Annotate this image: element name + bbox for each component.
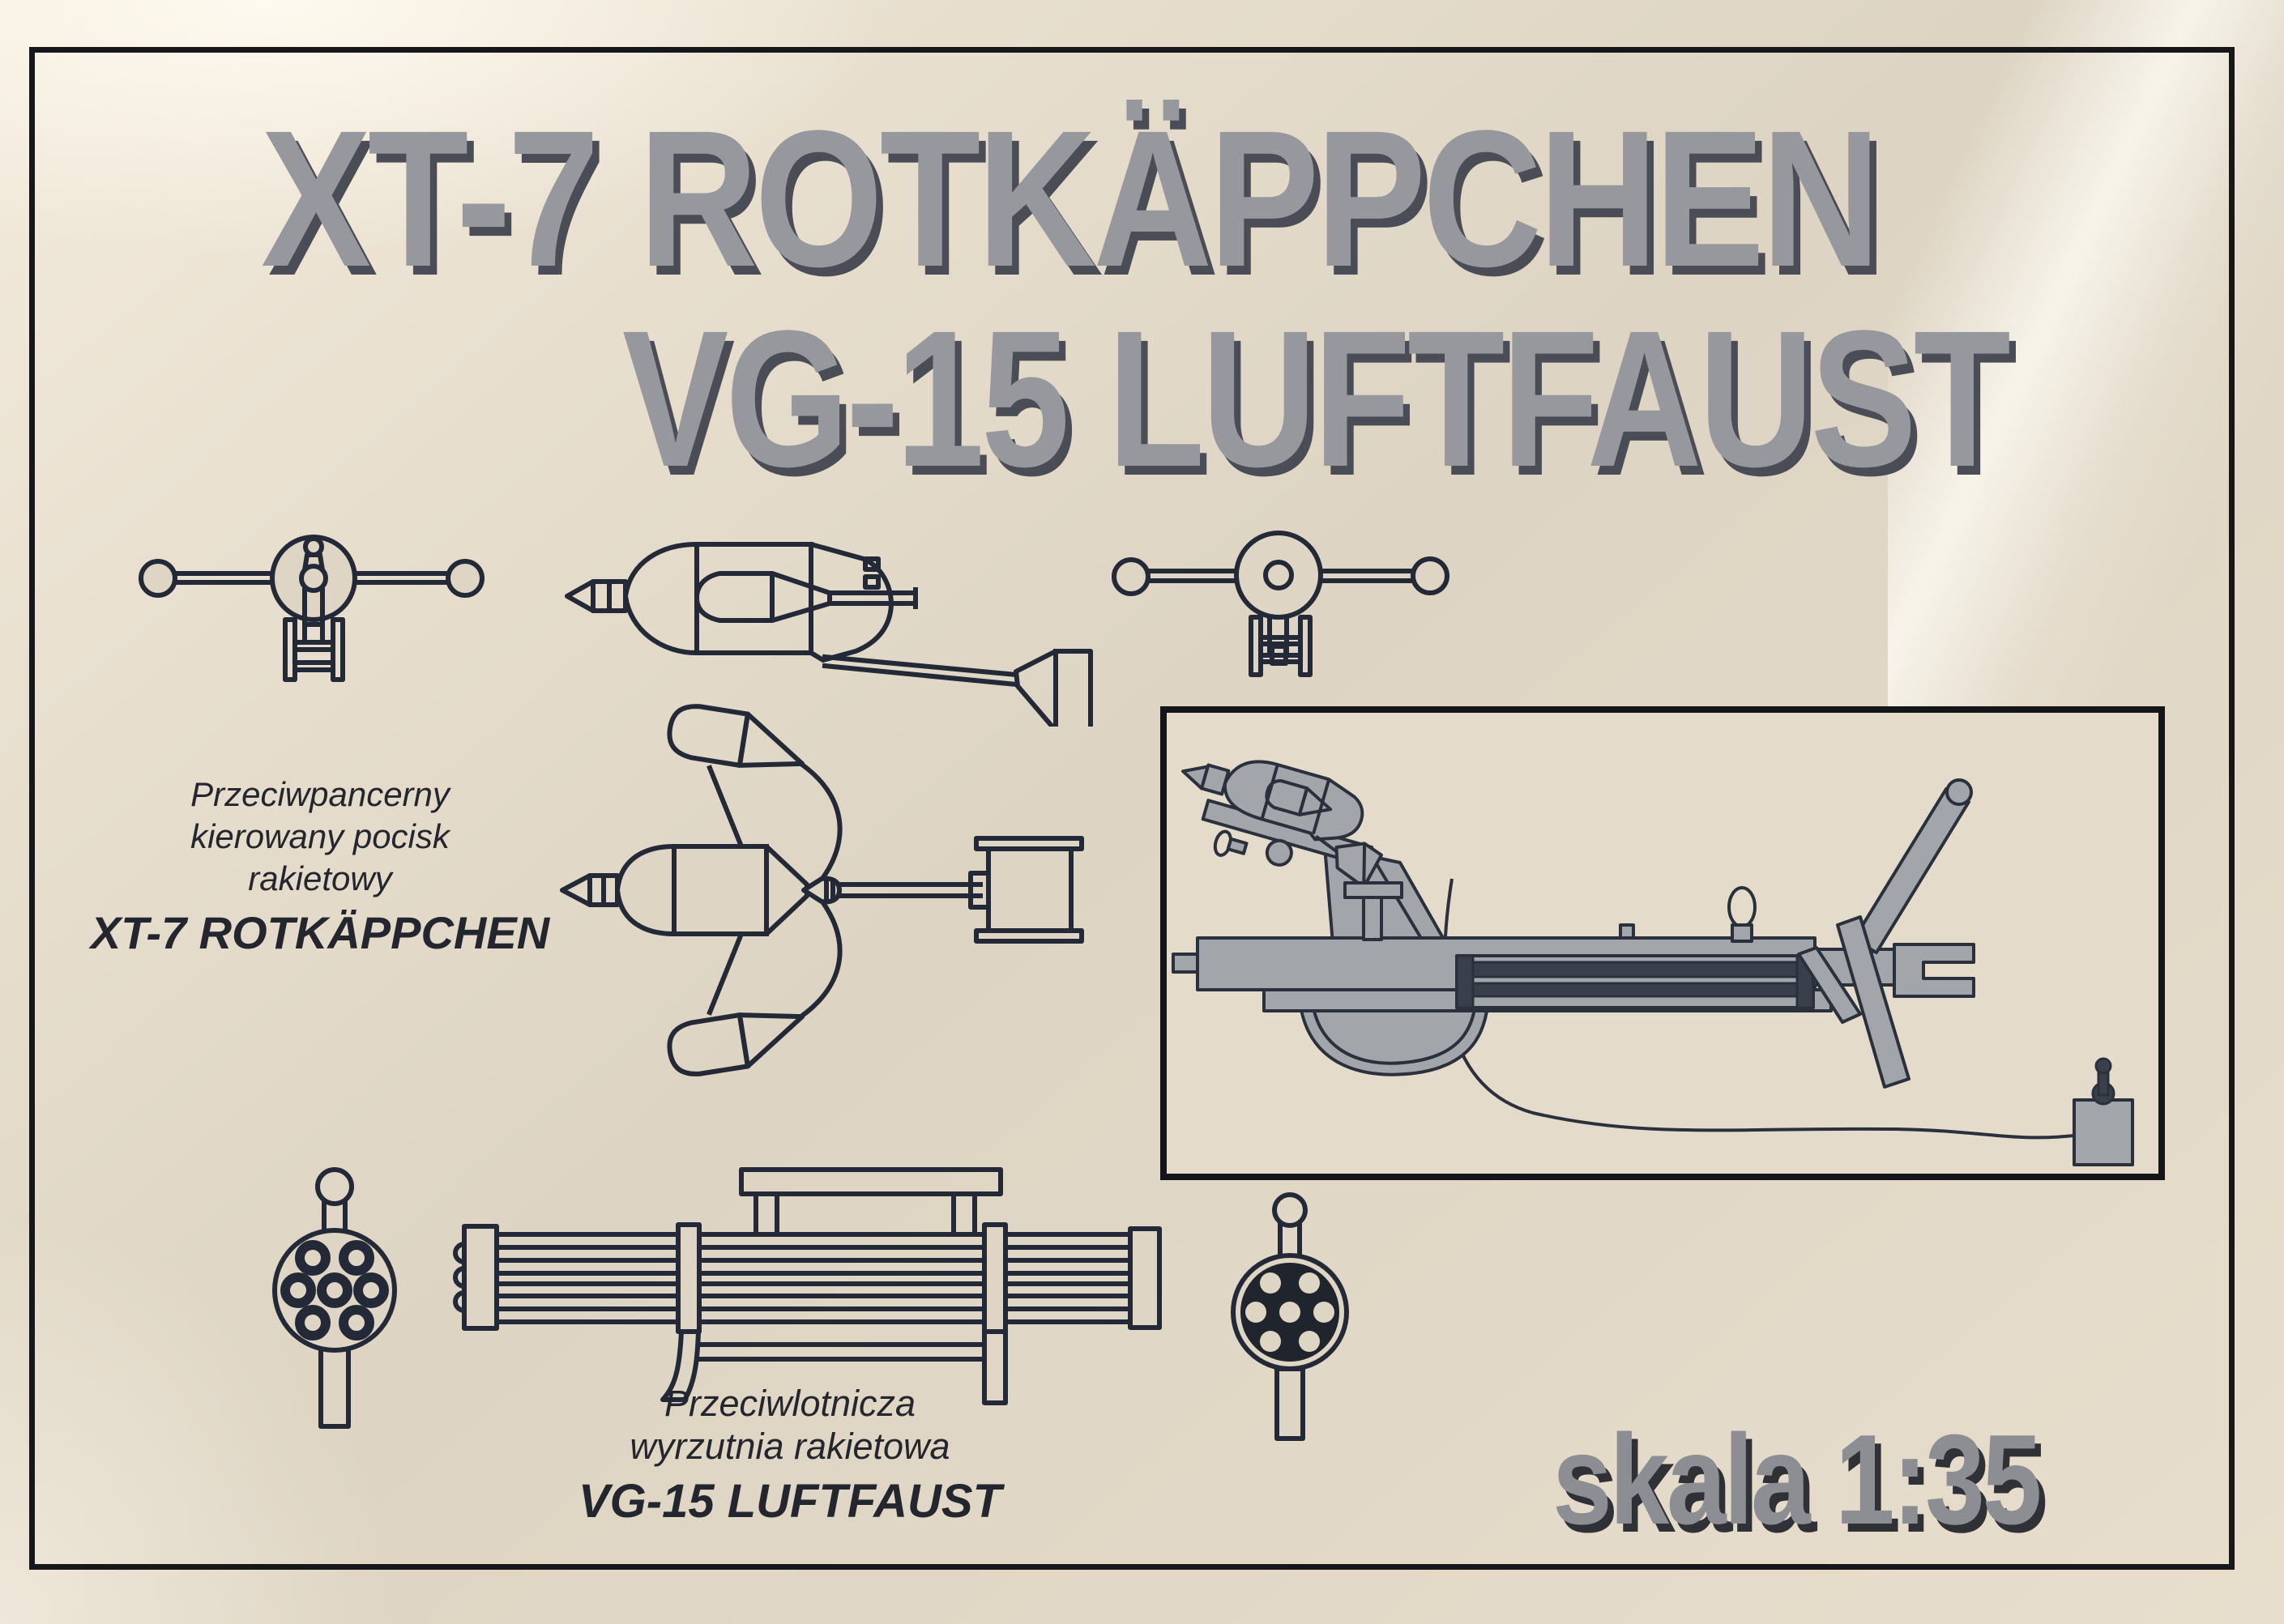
caption-xt7-line2: kierowany pocisk bbox=[190, 817, 450, 855]
caption-xt7-name: XT-7 ROTKÄPPCHEN bbox=[90, 907, 550, 958]
xt7-side-view-drawing bbox=[565, 542, 1093, 727]
border-frame bbox=[29, 47, 2235, 1570]
xt7-top-view-drawing bbox=[560, 704, 1084, 1076]
caption-vg15: Przeciwlotnicza wyrzutnia rakietowa VG-1… bbox=[535, 1382, 1045, 1528]
caption-vg15-name: VG-15 LUFTFAUST bbox=[578, 1475, 1002, 1528]
caption-xt7-line1: Przeciwpancerny bbox=[190, 775, 450, 813]
vg15-rear-view-drawing bbox=[1231, 1192, 1349, 1441]
caption-xt7-line3: rakietowy bbox=[248, 859, 392, 897]
launcher-assembly-panel bbox=[1160, 706, 2165, 1180]
caption-xt7: Przeciwpancerny kierowany pocisk rakieto… bbox=[89, 774, 551, 959]
caption-vg15-line1: Przeciwlotnicza bbox=[664, 1383, 916, 1424]
launcher-assembly-drawing bbox=[1172, 760, 2134, 1166]
scale-label: skala 1:35 bbox=[1552, 1409, 2042, 1551]
caption-vg15-line2: wyrzutnia rakietowa bbox=[630, 1426, 950, 1467]
title-xt7-rotkaeppchen: XT-7 ROTKÄPPCHEN bbox=[261, 90, 1881, 307]
xt7-rear-view-drawing bbox=[1112, 531, 1449, 677]
vg15-side-view-drawing bbox=[453, 1167, 1162, 1405]
vg15-front-view-drawing bbox=[272, 1167, 397, 1429]
xt7-front-view-drawing bbox=[139, 535, 485, 682]
title-vg15-luftfaust: VG-15 LUFTFAUST bbox=[622, 290, 2011, 507]
